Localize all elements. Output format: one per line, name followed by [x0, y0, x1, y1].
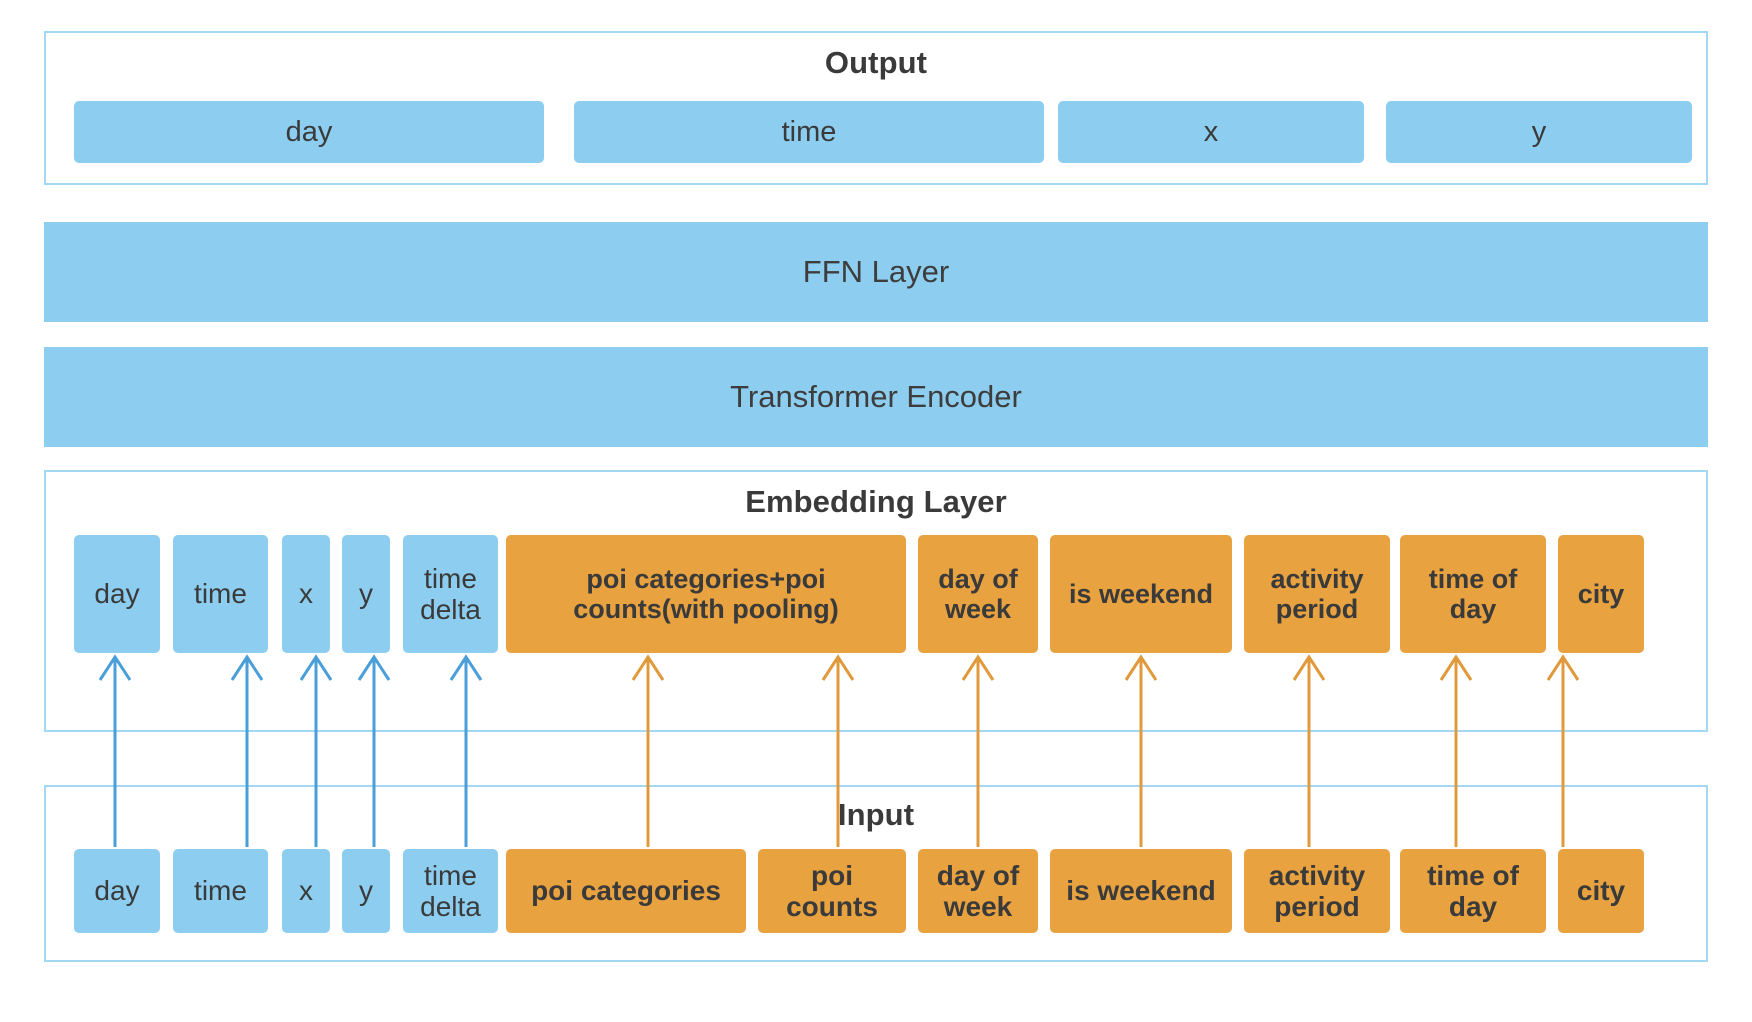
embedding-chip-day[interactable]: day — [74, 535, 160, 653]
input-chip-time-label: time — [194, 875, 247, 907]
input-panel: Input day time x y time delta poi catego… — [44, 785, 1708, 962]
embedding-layer-panel: Embedding Layer day time x y time delta … — [44, 470, 1708, 732]
output-chip-y[interactable]: y — [1386, 101, 1692, 163]
embedding-chip-city-label: city — [1577, 578, 1625, 609]
embedding-chip-y[interactable]: y — [342, 535, 390, 653]
input-chip-x-label: x — [299, 875, 313, 907]
input-chip-activity-period[interactable]: activity period — [1244, 849, 1390, 933]
embedding-chip-x[interactable]: x — [282, 535, 330, 653]
embedding-chip-day-label: day — [94, 578, 140, 610]
input-chip-is-weekend-label: is weekend — [1066, 875, 1216, 907]
embedding-chip-city[interactable]: city — [1558, 535, 1644, 653]
input-chip-poi-categories-label: poi categories — [531, 875, 721, 907]
output-chip-time-label: time — [781, 115, 837, 148]
input-chip-x[interactable]: x — [282, 849, 330, 933]
input-chip-day-of-week[interactable]: day of week — [918, 849, 1038, 933]
transformer-encoder-bar[interactable]: Transformer Encoder — [44, 347, 1708, 447]
embedding-chip-time[interactable]: time — [173, 535, 268, 653]
embedding-chip-x-label: x — [299, 578, 313, 610]
embedding-chip-day-of-week[interactable]: day of week — [918, 535, 1038, 653]
output-chip-time[interactable]: time — [574, 101, 1044, 163]
embedding-chip-time-of-day[interactable]: time of day — [1400, 535, 1546, 653]
output-chip-day-label: day — [285, 115, 333, 148]
input-chip-poi-categories[interactable]: poi categories — [506, 849, 746, 933]
embedding-chip-activity-period-label: activity period — [1270, 563, 1364, 624]
ffn-layer-bar[interactable]: FFN Layer — [44, 222, 1708, 322]
input-chip-time-delta[interactable]: time delta — [403, 849, 498, 933]
embedding-chip-day-of-week-label: day of week — [938, 563, 1018, 624]
output-chip-day[interactable]: day — [74, 101, 544, 163]
input-chip-day-of-week-label: day of week — [936, 859, 1020, 922]
output-chip-y-label: y — [1531, 115, 1547, 148]
embedding-chip-time-delta[interactable]: time delta — [403, 535, 498, 653]
input-chip-time-delta-label: time delta — [420, 859, 481, 922]
embedding-chip-time-label: time — [194, 578, 247, 610]
input-chip-y-label: y — [359, 875, 373, 907]
output-chip-x-label: x — [1203, 115, 1219, 148]
embedding-chip-is-weekend[interactable]: is weekend — [1050, 535, 1232, 653]
input-chip-city[interactable]: city — [1558, 849, 1644, 933]
output-chip-x[interactable]: x — [1058, 101, 1364, 163]
ffn-layer-label: FFN Layer — [802, 254, 950, 289]
embedding-chip-poi-merged[interactable]: poi categories+poi counts(with pooling) — [506, 535, 906, 653]
input-chip-day-label: day — [94, 875, 140, 907]
input-chip-y[interactable]: y — [342, 849, 390, 933]
embedding-chip-time-of-day-label: time of day — [1428, 563, 1518, 624]
output-panel: Output day time x y — [44, 31, 1708, 185]
embedding-chip-activity-period[interactable]: activity period — [1244, 535, 1390, 653]
input-chip-time-of-day[interactable]: time of day — [1400, 849, 1546, 933]
input-chip-day[interactable]: day — [74, 849, 160, 933]
input-panel-title: Input — [837, 797, 915, 832]
input-chip-city-label: city — [1576, 875, 1626, 907]
input-chip-activity-period-label: activity period — [1268, 859, 1366, 922]
input-chip-time[interactable]: time — [173, 849, 268, 933]
input-chip-time-of-day-label: time of day — [1427, 859, 1519, 922]
embedding-chip-y-label: y — [359, 578, 373, 610]
input-chip-poi-counts[interactable]: poi counts — [758, 849, 906, 933]
embedding-layer-title: Embedding Layer — [745, 484, 1007, 519]
input-chip-is-weekend[interactable]: is weekend — [1050, 849, 1232, 933]
input-chip-poi-counts-label: poi counts — [786, 859, 878, 922]
embedding-chip-is-weekend-label: is weekend — [1068, 578, 1214, 609]
embedding-chip-time-delta-label: time delta — [420, 562, 481, 625]
embedding-chip-poi-merged-label: poi categories+poi counts(with pooling) — [573, 563, 839, 624]
output-panel-title: Output — [824, 45, 928, 80]
transformer-encoder-label: Transformer Encoder — [730, 379, 1022, 414]
